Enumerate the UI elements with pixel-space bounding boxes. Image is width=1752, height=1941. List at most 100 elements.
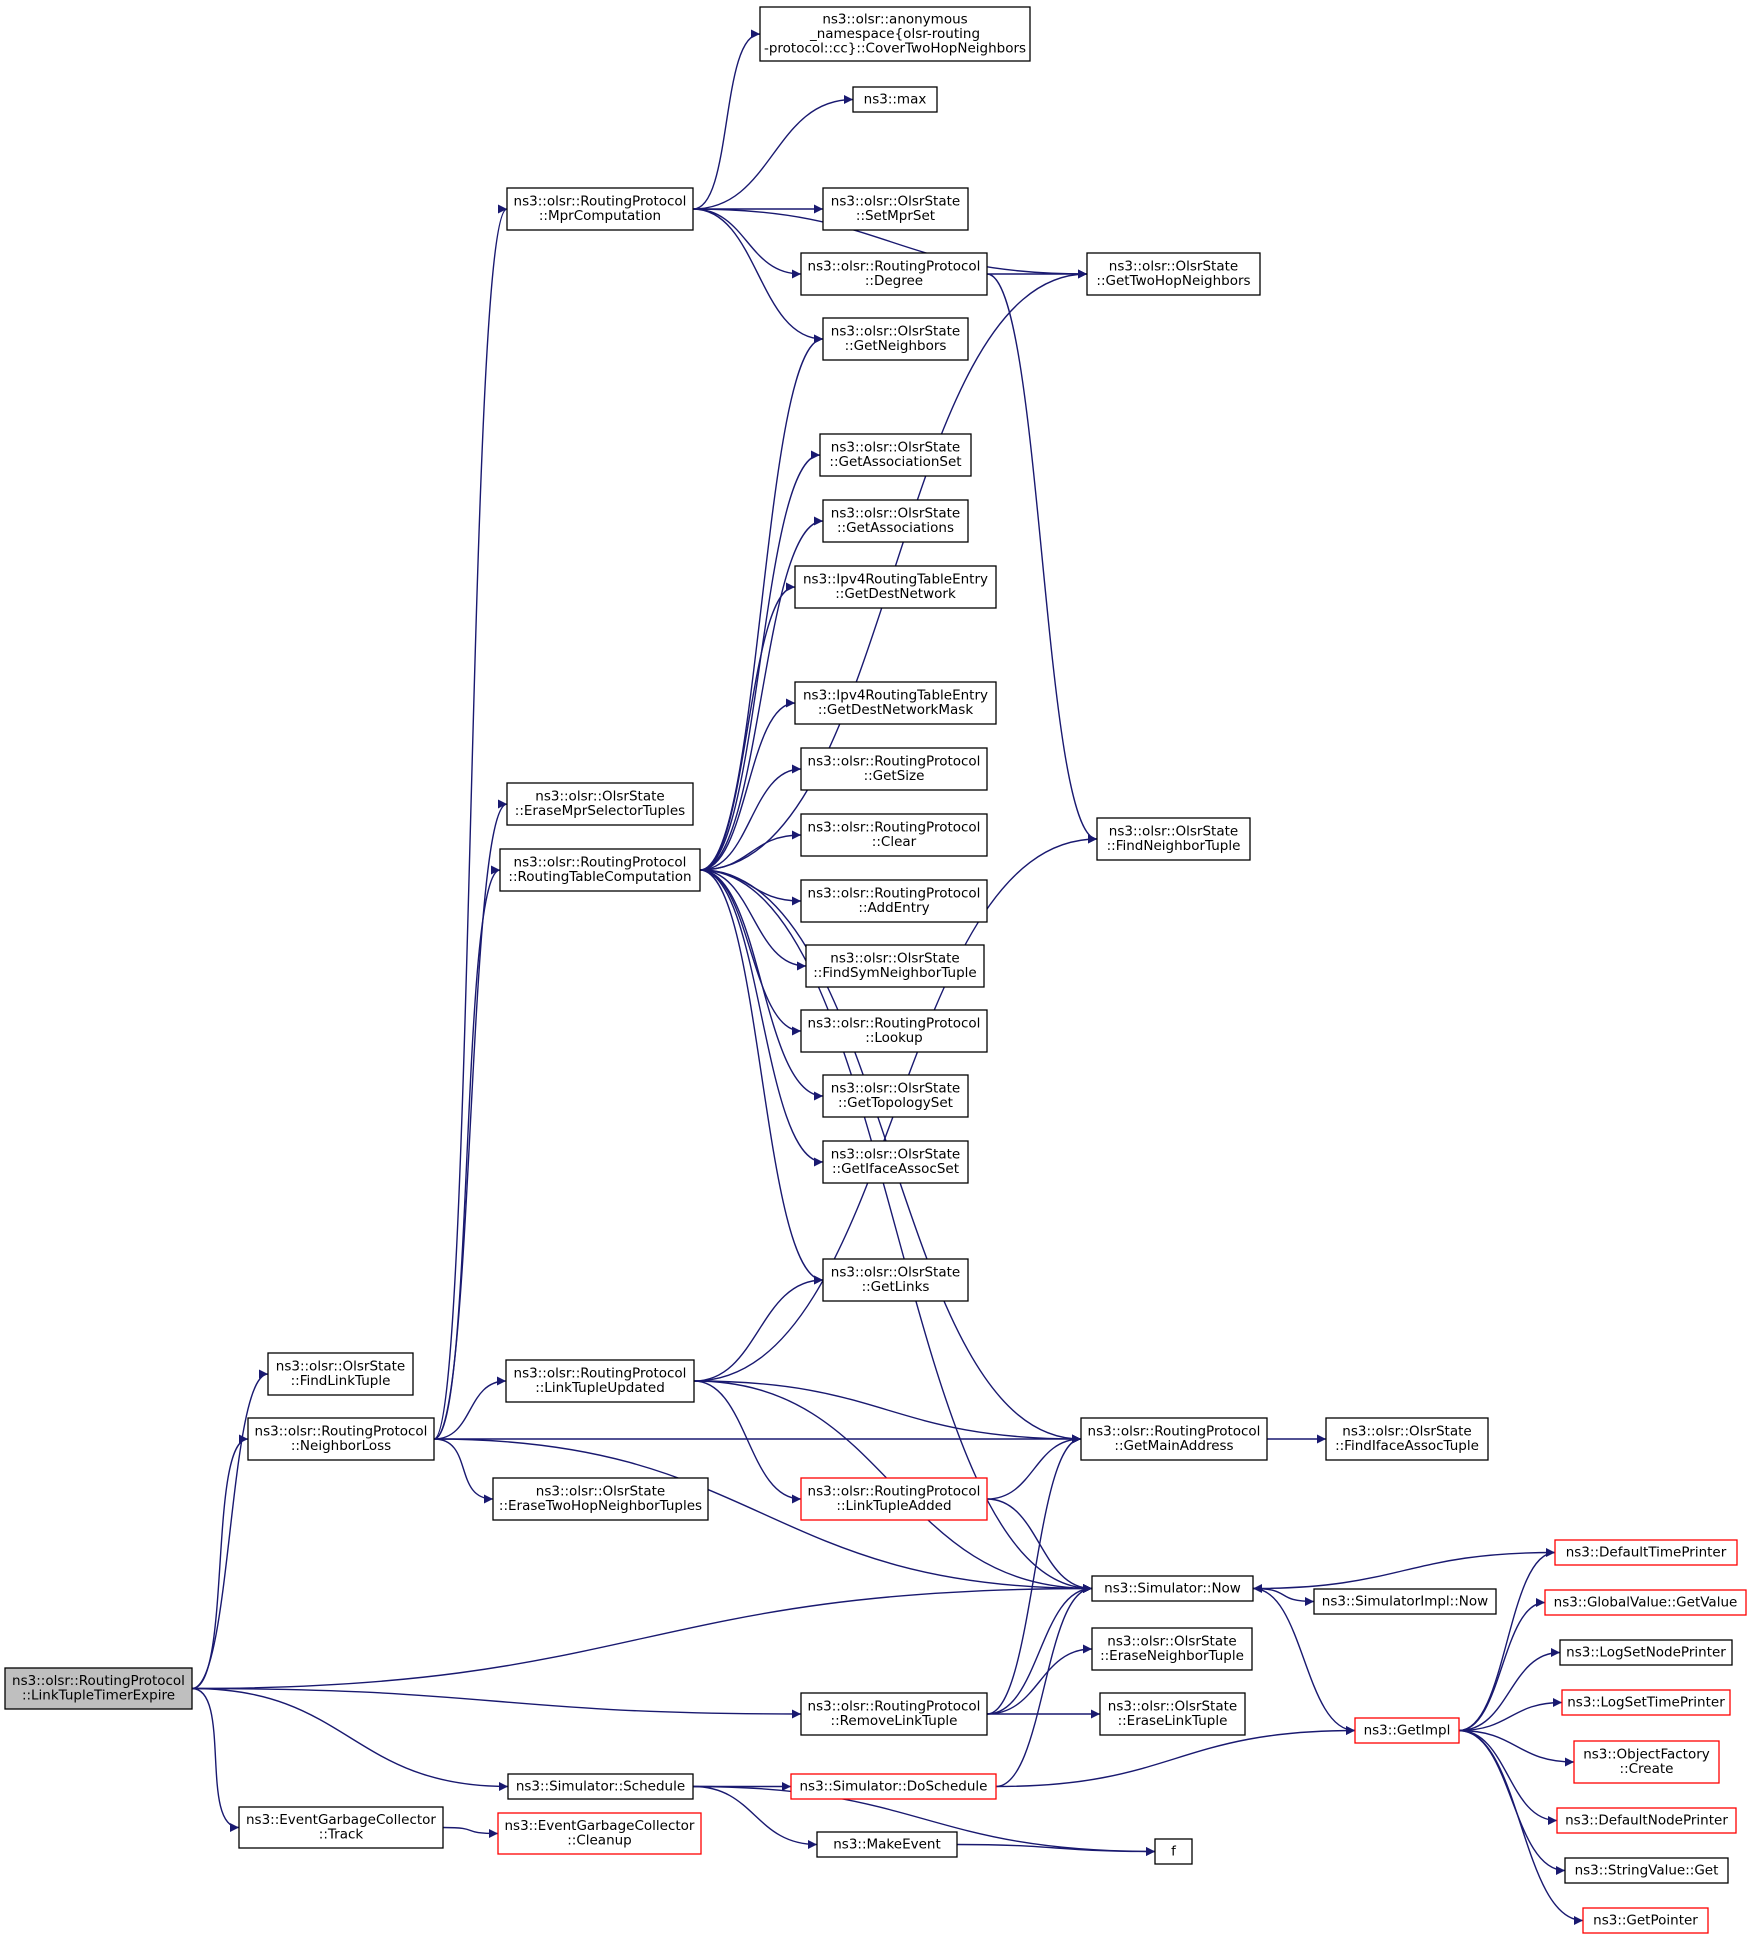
node-label: ns3::olsr::OlsrState: [831, 506, 960, 522]
node-routing-table-comp[interactable]: ns3::olsr::RoutingProtocol::RoutingTable…: [499, 848, 701, 892]
node-object-factory-create[interactable]: ns3::ObjectFactory::Create: [1573, 1740, 1720, 1784]
edge-simSchedule-to-f: [692, 1785, 1156, 1856]
edge-mprComputation-to-getTwoHopNeighbors: [692, 208, 1088, 279]
node-label: ::GetLinks: [862, 1279, 930, 1295]
node-label: ::GetIfaceAssocSet: [832, 1161, 959, 1177]
node-label: ::SetMprSet: [856, 208, 935, 224]
node-label: ::GetAssociationSet: [829, 454, 961, 470]
node-link-tuple-added[interactable]: ns3::olsr::RoutingProtocol::LinkTupleAdd…: [800, 1477, 988, 1521]
node-egc-track[interactable]: ns3::EventGarbageCollector::Track: [238, 1806, 444, 1849]
node-get-neighbors[interactable]: ns3::olsr::OlsrState::GetNeighbors: [822, 317, 969, 361]
node-label: ::GetSize: [864, 768, 925, 784]
node-label: ::AddEntry: [858, 900, 929, 916]
node-egc-cleanup[interactable]: ns3::EventGarbageCollector::Cleanup: [497, 1812, 702, 1855]
node-make-event[interactable]: ns3::MakeEvent: [816, 1831, 958, 1858]
node-label: ns3::Simulator::Now: [1104, 1580, 1241, 1596]
edge-getImpl-to-logSetTimePrinter: [1458, 1698, 1563, 1732]
node-get-association-set[interactable]: ns3::olsr::OlsrState::GetAssociationSet: [819, 433, 972, 477]
node-label: ns3::olsr::OlsrState: [830, 951, 959, 967]
node-string-value-get[interactable]: ns3::StringValue::Get: [1564, 1857, 1729, 1884]
node-erase-neighbor-tuple[interactable]: ns3::olsr::OlsrState::EraseNeighborTuple: [1091, 1627, 1253, 1671]
node-remove-link-tuple[interactable]: ns3::olsr::RoutingProtocol::RemoveLinkTu…: [800, 1692, 988, 1736]
edge-simNow-to-getImpl: [1252, 1587, 1356, 1735]
node-max[interactable]: ns3::max: [852, 86, 938, 113]
edge-layer: [191, 29, 1584, 1925]
node-degree[interactable]: ns3::olsr::RoutingProtocol::Degree: [800, 252, 988, 296]
node-erase-link-tuple[interactable]: ns3::olsr::OlsrState::EraseLinkTuple: [1099, 1692, 1246, 1736]
node-get-associations[interactable]: ns3::olsr::OlsrState::GetAssociations: [822, 499, 969, 543]
node-label: ns3::olsr::RoutingProtocol: [255, 1424, 428, 1440]
node-get-dest-network[interactable]: ns3::Ipv4RoutingTableEntry::GetDestNetwo…: [794, 565, 997, 609]
node-label: ::GetTopologySet: [838, 1095, 953, 1111]
node-layer: ns3::olsr::RoutingProtocol::LinkTupleTim…: [4, 6, 1747, 1934]
node-label: ns3::olsr::RoutingProtocol: [514, 1366, 687, 1382]
node-label: _namespace{olsr-routing: [809, 26, 980, 42]
node-mpr-computation[interactable]: ns3::olsr::RoutingProtocol::MprComputati…: [506, 187, 694, 231]
node-label: ns3::olsr::OlsrState: [831, 1265, 960, 1281]
node-label: ns3::olsr::RoutingProtocol: [514, 855, 687, 871]
edge-routingTableComp-to-getSize: [699, 764, 802, 871]
edge-routingTableComp-to-getNeighbors: [699, 334, 824, 871]
node-label: ns3::olsr::OlsrState: [831, 1147, 960, 1163]
node-label: ns3::GlobalValue::GetValue: [1554, 1594, 1738, 1610]
node-box: [506, 782, 694, 826]
node-box: [1554, 1539, 1738, 1566]
node-erase-mpr-selector[interactable]: ns3::olsr::OlsrState::EraseMprSelectorTu…: [506, 782, 694, 826]
edge-routingTableComp-to-getTopologySet: [699, 869, 824, 1101]
edge-routingTableComp-to-getIfaceAssocSet: [699, 869, 824, 1167]
node-global-value-get-value[interactable]: ns3::GlobalValue::GetValue: [1544, 1589, 1747, 1616]
node-erase-two-hop[interactable]: ns3::olsr::OlsrState::EraseTwoHopNeighbo…: [492, 1477, 709, 1521]
node-find-sym-neighbor[interactable]: ns3::olsr::OlsrState::FindSymNeighborTup…: [805, 944, 985, 988]
node-log-set-time-printer[interactable]: ns3::LogSetTimePrinter: [1561, 1689, 1731, 1716]
node-sim-schedule[interactable]: ns3::Simulator::Schedule: [507, 1773, 694, 1800]
edge-neighborLoss-to-mprComputation: [433, 204, 508, 1440]
node-find-iface-assoc-tuple[interactable]: ns3::olsr::OlsrState::FindIfaceAssocTupl…: [1325, 1417, 1489, 1461]
edge-routingTableComp-to-getDestNetwork: [699, 582, 796, 871]
node-sim-impl-now[interactable]: ns3::SimulatorImpl::Now: [1313, 1588, 1497, 1615]
node-find-neighbor-tuple[interactable]: ns3::olsr::OlsrState::FindNeighborTuple: [1096, 817, 1251, 861]
node-get-main-address[interactable]: ns3::olsr::RoutingProtocol::GetMainAddre…: [1080, 1417, 1268, 1461]
node-box: [4, 1667, 193, 1710]
edge-root-to-egcTrack: [191, 1687, 240, 1832]
node-set-mpr-set[interactable]: ns3::olsr::OlsrState::SetMprSet: [822, 187, 969, 231]
node-sim-do-schedule[interactable]: ns3::Simulator::DoSchedule: [790, 1773, 997, 1800]
node-label: ns3::olsr::OlsrState: [535, 789, 664, 805]
node-find-link-tuple[interactable]: ns3::olsr::OlsrState::FindLinkTuple: [267, 1352, 414, 1396]
node-label: ::GetDestNetwork: [835, 586, 956, 602]
node-get-iface-assoc-set[interactable]: ns3::olsr::OlsrState::GetIfaceAssocSet: [822, 1140, 969, 1184]
node-box: [794, 681, 997, 725]
node-get-size[interactable]: ns3::olsr::RoutingProtocol::GetSize: [800, 747, 988, 791]
node-add-entry[interactable]: ns3::olsr::RoutingProtocol::AddEntry: [800, 879, 988, 923]
node-box: [1099, 1692, 1246, 1736]
node-default-time-printer[interactable]: ns3::DefaultTimePrinter: [1554, 1539, 1738, 1566]
node-get-pointer[interactable]: ns3::GetPointer: [1582, 1907, 1709, 1934]
node-label: ::FindLinkTuple: [291, 1373, 391, 1389]
node-get-two-hop-neighbors[interactable]: ns3::olsr::OlsrState::GetTwoHopNeighbors: [1086, 252, 1261, 296]
node-f[interactable]: f: [1154, 1838, 1193, 1865]
node-label: ns3::olsr::anonymous: [822, 11, 967, 27]
node-label: ::Track: [319, 1827, 364, 1843]
node-lookup[interactable]: ns3::olsr::RoutingProtocol::Lookup: [800, 1009, 988, 1053]
node-neighbor-loss[interactable]: ns3::olsr::RoutingProtocol::NeighborLoss: [247, 1417, 435, 1461]
node-get-links[interactable]: ns3::olsr::OlsrState::GetLinks: [822, 1258, 969, 1302]
node-box: [794, 565, 997, 609]
edge-degree-to-findNeighborTuple: [986, 273, 1098, 844]
node-cover-two-hop[interactable]: ns3::olsr::anonymous_namespace{olsr-rout…: [759, 6, 1031, 62]
node-label: ns3::olsr::RoutingProtocol: [808, 820, 981, 836]
node-log-set-node-printer[interactable]: ns3::LogSetNodePrinter: [1559, 1639, 1733, 1666]
node-label: ns3::olsr::OlsrState: [1109, 259, 1238, 275]
node-clear[interactable]: ns3::olsr::RoutingProtocol::Clear: [800, 813, 988, 857]
node-link-tuple-updated[interactable]: ns3::olsr::RoutingProtocol::LinkTupleUpd…: [505, 1359, 695, 1403]
node-label: ns3::olsr::OlsrState: [1109, 824, 1238, 840]
edge-neighborLoss-to-routingTableComp: [433, 865, 501, 1440]
edge-root-to-simSchedule: [191, 1687, 509, 1791]
node-sim-now[interactable]: ns3::Simulator::Now: [1091, 1575, 1254, 1602]
node-get-topology-set[interactable]: ns3::olsr::OlsrState::GetTopologySet: [822, 1074, 969, 1118]
edge-routingTableComp-to-simNow: [699, 869, 1093, 1593]
node-default-node-printer[interactable]: ns3::DefaultNodePrinter: [1556, 1807, 1737, 1834]
edge-neighborLoss-to-eraseTwoHop: [433, 1438, 494, 1504]
edge-routingTableComp-to-findSymNeighbor: [699, 869, 807, 971]
node-get-dest-network-mask[interactable]: ns3::Ipv4RoutingTableEntry::GetDestNetwo…: [794, 681, 997, 725]
node-get-impl[interactable]: ns3::GetImpl: [1354, 1717, 1460, 1744]
node-root[interactable]: ns3::olsr::RoutingProtocol::LinkTupleTim…: [4, 1667, 193, 1710]
